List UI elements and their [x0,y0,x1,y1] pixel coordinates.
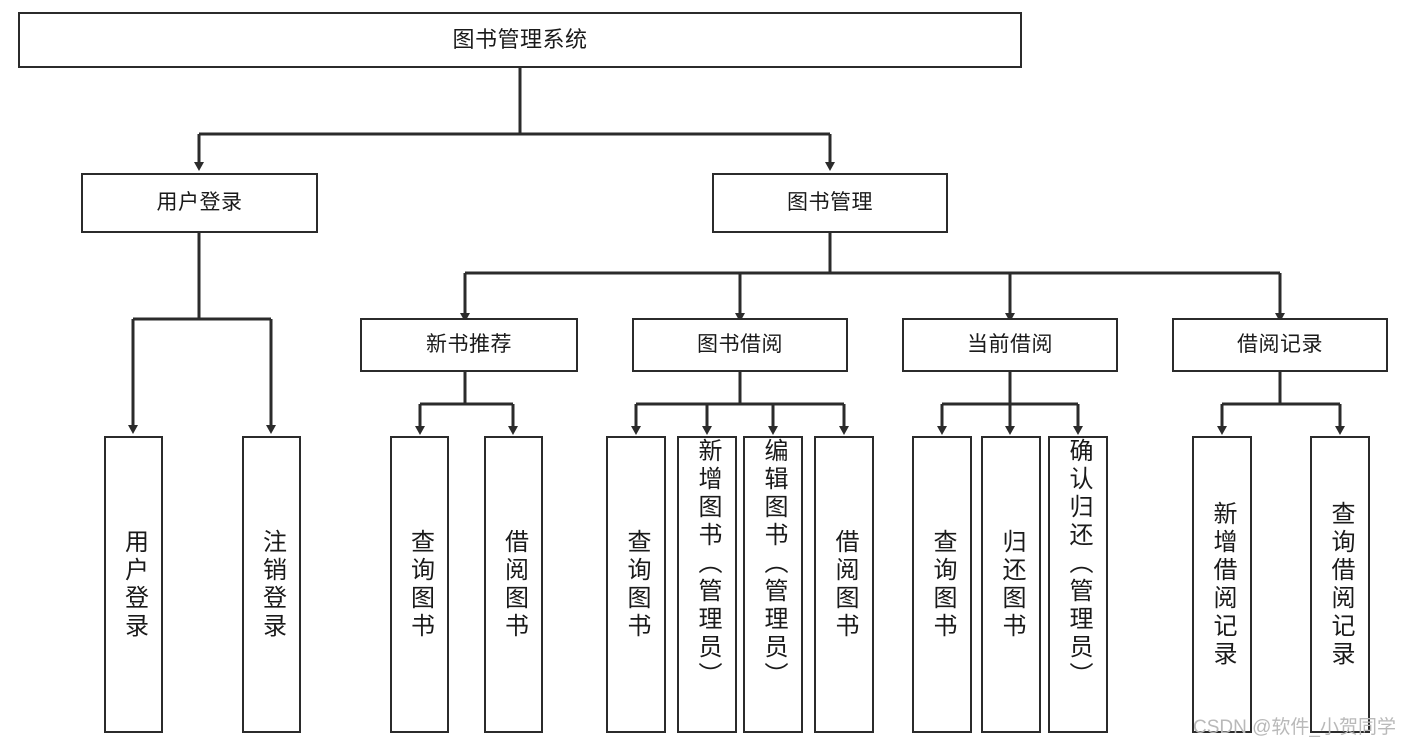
node-book-borrow-label: 图书借阅 [697,332,783,356]
csdn-watermark: CSDN @软件_小贺同学 [1193,717,1396,738]
leaf-book-borrow-borrow-book[interactable]: 借阅图书 [814,436,874,733]
leaf-current-borrow-return-book[interactable]: 归还图书 [981,436,1041,733]
leaf-book-borrow-query-book[interactable]: 查询图书 [606,436,666,733]
leaf-user-login-login[interactable]: 用户登录 [104,436,163,733]
node-new-book-recommend[interactable]: 新书推荐 [360,318,578,372]
node-borrow-record[interactable]: 借阅记录 [1172,318,1388,372]
leaf-user-login-logout-label: 注销登录 [258,528,286,641]
node-user-login-label: 用户登录 [156,190,243,214]
leaf-book-borrow-edit-book[interactable]: 编辑图书（管理员） [743,436,803,733]
node-current-borrow[interactable]: 当前借阅 [902,318,1118,372]
leaf-borrow-record-query-record[interactable]: 查询借阅记录 [1310,436,1370,733]
leaf-book-borrow-query-book-label: 查询图书 [623,528,650,641]
leaf-current-borrow-confirm-return[interactable]: 确认归还（管理员） [1048,436,1108,733]
node-root-system-label: 图书管理系统 [452,27,588,53]
leaf-user-login-login-label: 用户登录 [120,528,148,641]
leaf-borrow-record-add-record-label: 新增借阅记录 [1209,500,1236,669]
leaf-current-borrow-query-book[interactable]: 查询图书 [912,436,972,733]
node-book-manage[interactable]: 图书管理 [712,173,948,233]
leaf-borrow-record-add-record[interactable]: 新增借阅记录 [1192,436,1252,733]
leaf-new-book-query-book[interactable]: 查询图书 [390,436,449,733]
leaf-current-borrow-confirm-return-label: 确认归还（管理员） [1065,438,1092,690]
leaf-new-book-borrow-book[interactable]: 借阅图书 [484,436,543,733]
node-book-borrow[interactable]: 图书借阅 [632,318,848,372]
node-current-borrow-label: 当前借阅 [967,332,1053,356]
node-book-manage-label: 图书管理 [787,190,873,214]
leaf-book-borrow-add-book[interactable]: 新增图书（管理员） [677,436,737,733]
node-root-system[interactable]: 图书管理系统 [18,12,1022,68]
leaf-current-borrow-return-book-label: 归还图书 [998,528,1025,641]
leaf-new-book-query-book-label: 查询图书 [406,528,434,641]
leaf-current-borrow-query-book-label: 查询图书 [929,528,956,641]
leaf-user-login-logout[interactable]: 注销登录 [242,436,301,733]
node-user-login[interactable]: 用户登录 [81,173,318,233]
node-new-book-recommend-label: 新书推荐 [426,332,512,356]
node-borrow-record-label: 借阅记录 [1237,332,1323,356]
leaf-book-borrow-add-book-label: 新增图书（管理员） [694,438,721,690]
leaf-book-borrow-borrow-book-label: 借阅图书 [831,528,858,641]
leaf-borrow-record-query-record-label: 查询借阅记录 [1327,500,1354,669]
leaf-book-borrow-edit-book-label: 编辑图书（管理员） [760,438,787,690]
leaf-new-book-borrow-book-label: 借阅图书 [500,528,528,641]
